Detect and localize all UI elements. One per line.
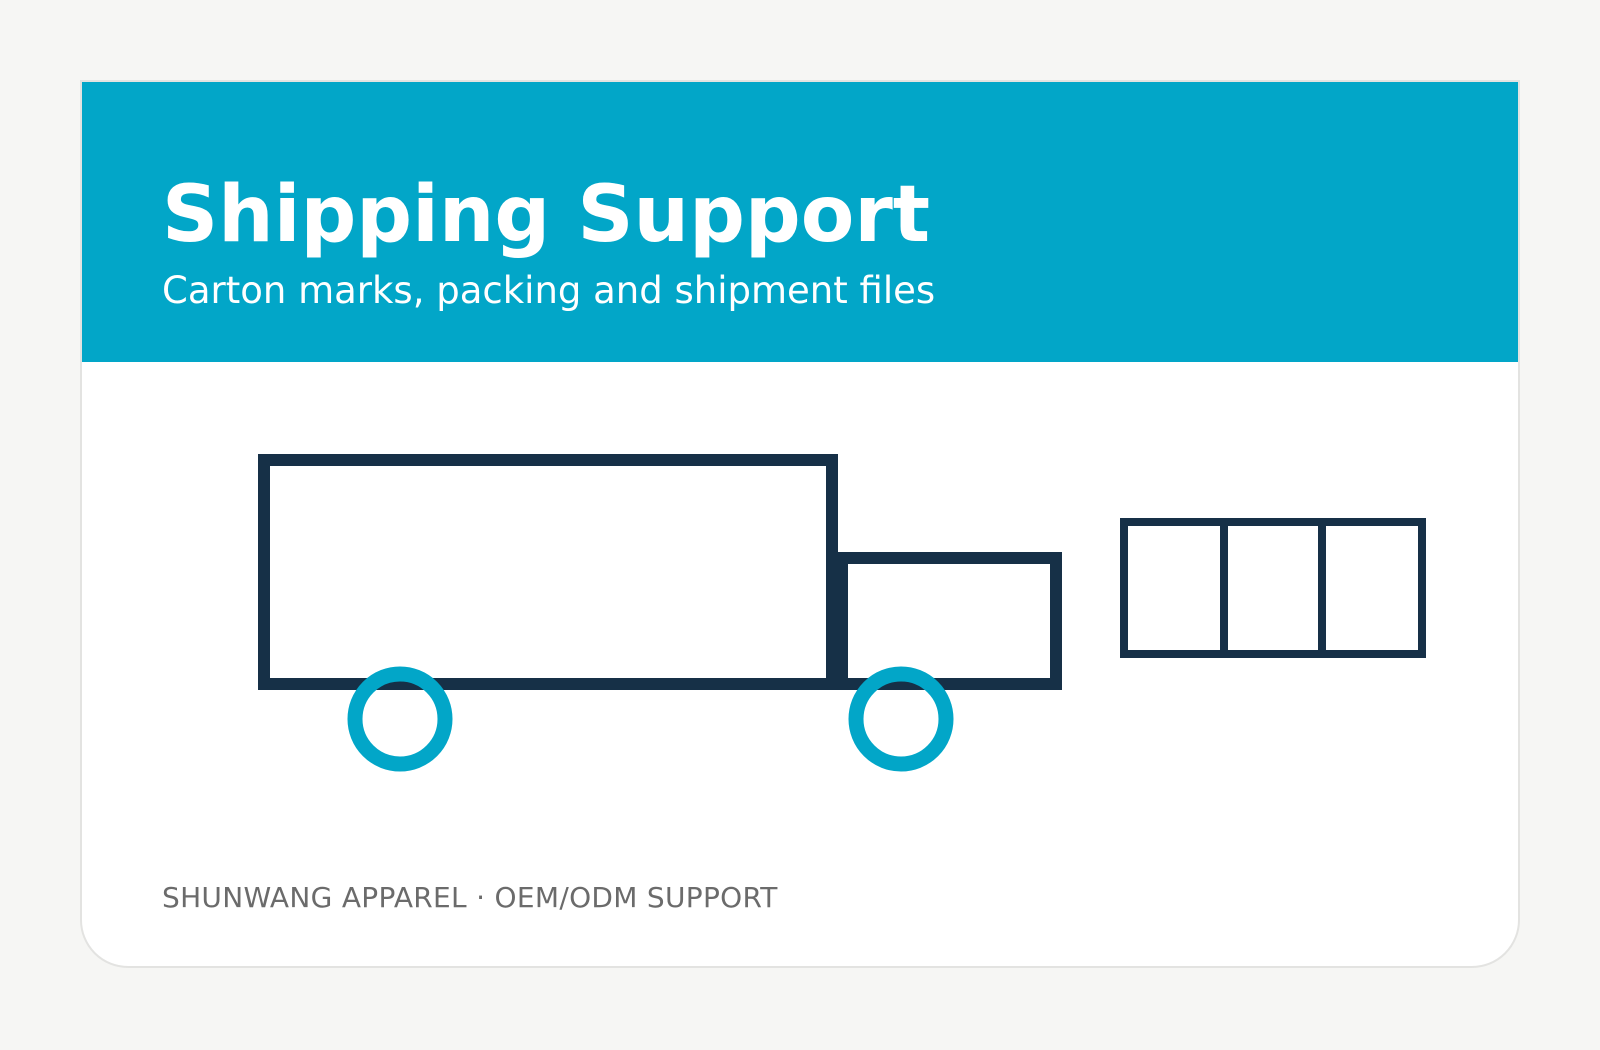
carton-boxes-icon: [1120, 518, 1426, 658]
footer-brand-text: SHUNWANG APPAREL · OEM/ODM SUPPORT: [162, 881, 778, 914]
page-subtitle: Carton marks, packing and shipment files: [162, 269, 936, 312]
shipping-illustration: [258, 454, 1426, 772]
carton-box-1: [1120, 518, 1228, 658]
truck-icon: [258, 454, 1062, 772]
header-banner: Shipping Support Carton marks, packing a…: [82, 82, 1518, 362]
page-title: Shipping Support: [162, 170, 931, 260]
truck-rear-wheel: [347, 666, 453, 772]
truck-front-wheel: [848, 666, 954, 772]
shipping-support-card: Shipping Support Carton marks, packing a…: [80, 80, 1520, 968]
truck-cab: [836, 552, 1062, 690]
carton-box-2: [1220, 518, 1326, 658]
truck-cargo-box: [258, 454, 838, 690]
carton-box-3: [1318, 518, 1426, 658]
